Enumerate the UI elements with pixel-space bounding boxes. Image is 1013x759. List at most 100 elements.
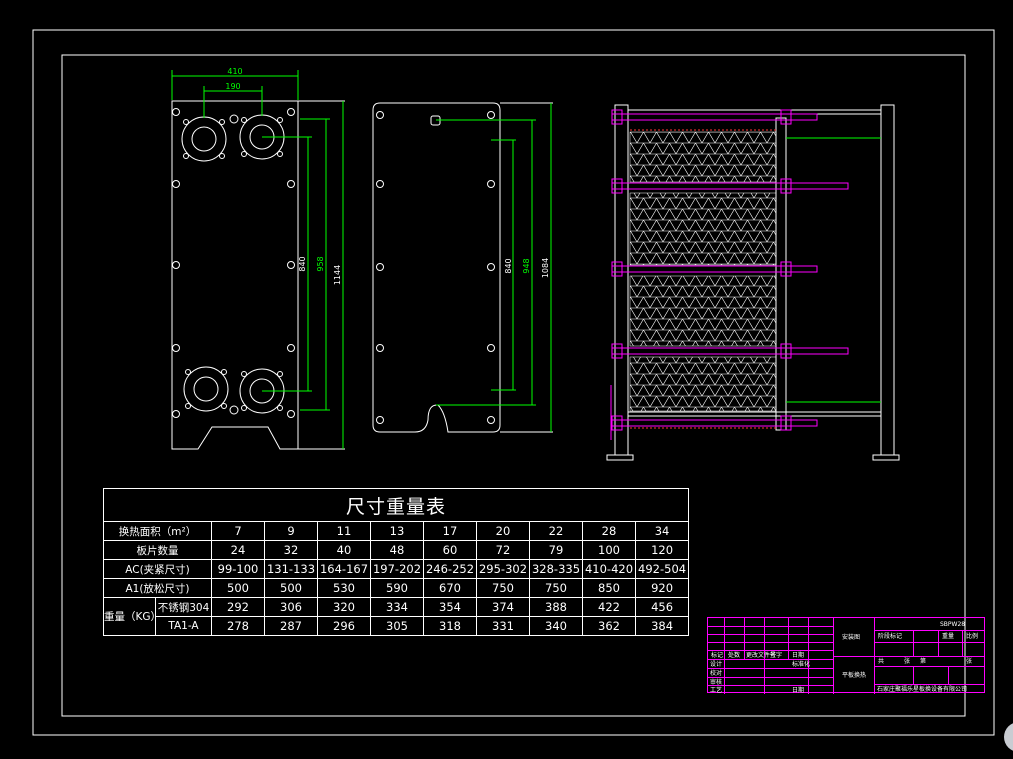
table-row: 换热面积（m²） 7 9 11 13 17 20 22 28 34	[103, 521, 690, 541]
cell: 13	[370, 521, 424, 541]
cell: 246-252	[423, 559, 477, 579]
cell: 318	[423, 616, 477, 636]
cell: 590	[370, 578, 424, 598]
tb-date: 日期	[792, 652, 805, 659]
tb-sign: 签字	[770, 652, 783, 659]
cell: 670	[423, 578, 477, 598]
table-row: 重量（KG） 不锈钢304 292 306 320 334 354 374 38…	[103, 597, 690, 636]
dim-green-vertical-front: 958	[316, 256, 325, 271]
cell: 28	[582, 521, 636, 541]
cell: 60	[423, 540, 477, 560]
cell: 334	[370, 597, 424, 617]
tb-mark: 标记	[711, 652, 724, 659]
cell: 164-167	[317, 559, 371, 579]
tb-plate-exchanger: 平板换热	[842, 672, 867, 679]
tb-design: 设计	[710, 661, 723, 668]
tb-drawing-no: SBPW28	[940, 621, 966, 628]
row-label: TA1-A	[155, 616, 212, 636]
front-view: 410 190 840 958 1144	[171, 67, 345, 450]
cell: 388	[529, 597, 583, 617]
cell: 22	[529, 521, 583, 541]
cell: 750	[529, 578, 583, 598]
tb-company: 石家庄聚福乐星板换设备有限公司	[877, 686, 968, 693]
tb-review: 审核	[710, 679, 723, 686]
cell: 750	[476, 578, 530, 598]
dim-total-height-back: 1084	[541, 258, 550, 278]
tb-scale: 比例	[966, 633, 979, 640]
cell: 354	[423, 597, 477, 617]
cell: 410-420	[582, 559, 636, 579]
spec-weight-table: 尺寸重量表 换热面积（m²） 7 9 11 13 17 20 22 28 34 …	[102, 488, 690, 636]
cell: 456	[634, 597, 690, 617]
table-row: 板片数量 24 32 40 48 60 72 79 100 120	[103, 540, 690, 560]
row-label: 换热面积（m²）	[103, 521, 212, 541]
cell: 79	[529, 540, 583, 560]
tb-date2: 日期	[792, 687, 805, 694]
tb-zone: 更改文件号	[746, 652, 777, 659]
dim-port-vertical-front: 840	[298, 256, 307, 271]
dim-front-width: 410	[227, 67, 242, 76]
back-view: 840 948 1084	[372, 102, 553, 433]
tb-install: 安装图	[842, 634, 861, 641]
cell: 500	[211, 578, 265, 598]
cell: 374	[476, 597, 530, 617]
cell: 34	[634, 521, 690, 541]
table-title: 尺寸重量表	[102, 488, 690, 522]
cell: 320	[317, 597, 371, 617]
cell: 9	[264, 521, 318, 541]
tb-check: 校对	[710, 670, 723, 677]
tb-standardize: 标准化	[792, 661, 811, 668]
dim-green-vertical-back: 948	[522, 258, 531, 273]
tb-weight: 重量	[942, 633, 955, 640]
cell: 500	[264, 578, 318, 598]
cell: 295-302	[476, 559, 530, 579]
tb-sheet: 张	[904, 658, 911, 665]
cell: 197-202	[370, 559, 424, 579]
table-row: A1(放松尺寸) 500 500 530 590 670 750 750 850…	[103, 578, 690, 598]
cell: 530	[317, 578, 371, 598]
corner-cursor-indicator	[1004, 722, 1013, 752]
cell: 11	[317, 521, 371, 541]
tb-sheet-no: 第	[920, 658, 927, 665]
table-row: TA1-A 278 287 296 305 318 331 340 362 38…	[104, 616, 690, 636]
row-label: 不锈钢304	[155, 597, 212, 617]
cell: 72	[476, 540, 530, 560]
cell: 287	[264, 616, 318, 636]
cell: 17	[423, 521, 477, 541]
title-block: 标记 处数 更改文件号 签字 日期 设计 标准化 校对 审核 工艺 日期 安装图…	[707, 617, 985, 694]
cell: 328-335	[529, 559, 583, 579]
tb-stage-mark: 阶段标记	[878, 633, 903, 640]
cell: 920	[634, 578, 690, 598]
cell: 305	[370, 616, 424, 636]
dim-port-vertical-back: 840	[504, 258, 513, 273]
tb-sheet-total: 共	[878, 658, 885, 665]
cell: 24	[211, 540, 265, 560]
cell: 7	[211, 521, 265, 541]
cell: 296	[317, 616, 371, 636]
cell: 120	[634, 540, 690, 560]
cell: 422	[582, 597, 636, 617]
cell: 292	[211, 597, 265, 617]
cell: 850	[582, 578, 636, 598]
cell: 340	[529, 616, 583, 636]
table-row: AC(夹紧尺寸) 99-100 131-133 164-167 197-202 …	[103, 559, 690, 579]
cell: 100	[582, 540, 636, 560]
dim-port-spacing: 190	[225, 82, 240, 91]
tb-count: 处数	[728, 652, 741, 659]
row-label: 板片数量	[103, 540, 212, 560]
cell: 99-100	[211, 559, 265, 579]
cell: 131-133	[264, 559, 318, 579]
cell: 384	[634, 616, 690, 636]
dim-total-height-front: 1144	[333, 265, 342, 285]
cell: 362	[582, 616, 636, 636]
cell: 492-504	[634, 559, 690, 579]
tb-sheet2: 张	[966, 658, 973, 665]
weight-group-label: 重量（KG）	[103, 597, 156, 636]
cell: 48	[370, 540, 424, 560]
cell: 32	[264, 540, 318, 560]
cell: 40	[317, 540, 371, 560]
cell: 306	[264, 597, 318, 617]
outer-border	[32, 29, 995, 736]
cell: 278	[211, 616, 265, 636]
